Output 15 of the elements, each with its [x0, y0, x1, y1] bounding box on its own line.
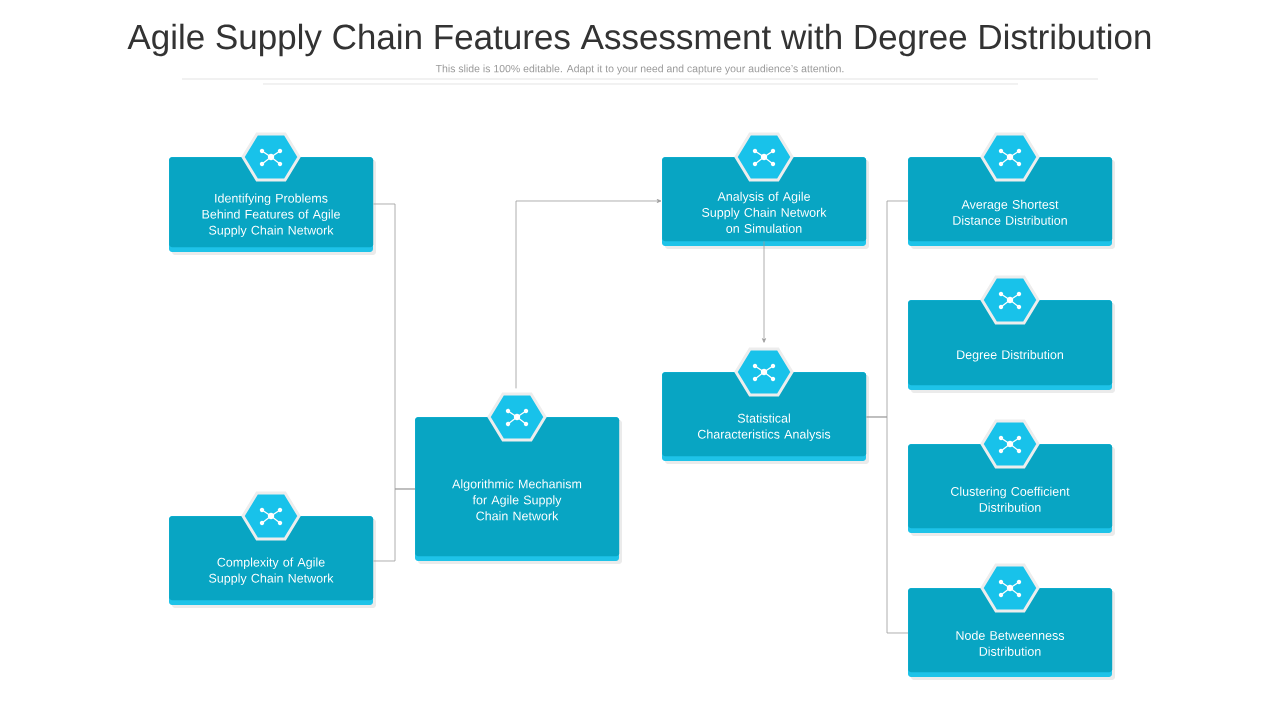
process-box: Statistical Characteristics Analysis	[662, 372, 869, 464]
connector	[762, 241, 766, 343]
subtitle: This slide is 100% editable. Adapt it to your need and capture your audience’s attention.	[434, 63, 846, 76]
process-box: Identifying Problems Behind Features of Agile Supply Chain Network	[169, 157, 376, 255]
process-box: Clustering Coefficient Distribution	[908, 444, 1115, 536]
connector	[373, 488, 416, 562]
process-box: Node Betweenness Distribution	[908, 588, 1115, 680]
process-box: Analysis of Agile Supply Chain Network on Simulation	[662, 157, 869, 249]
connector	[866, 416, 909, 634]
connector	[515, 199, 662, 389]
process-box: Algorithmic Mechanism for Agile Supply Chain Network	[415, 417, 622, 564]
title: Agile Supply Chain Features Assessment with Degree Distribution	[127, 23, 1151, 57]
process-box: Complexity of Agile Supply Chain Network	[169, 516, 376, 608]
process-box: Degree Distribution	[908, 300, 1115, 393]
process-box: Average Shortest Distance Distribution	[908, 157, 1115, 249]
